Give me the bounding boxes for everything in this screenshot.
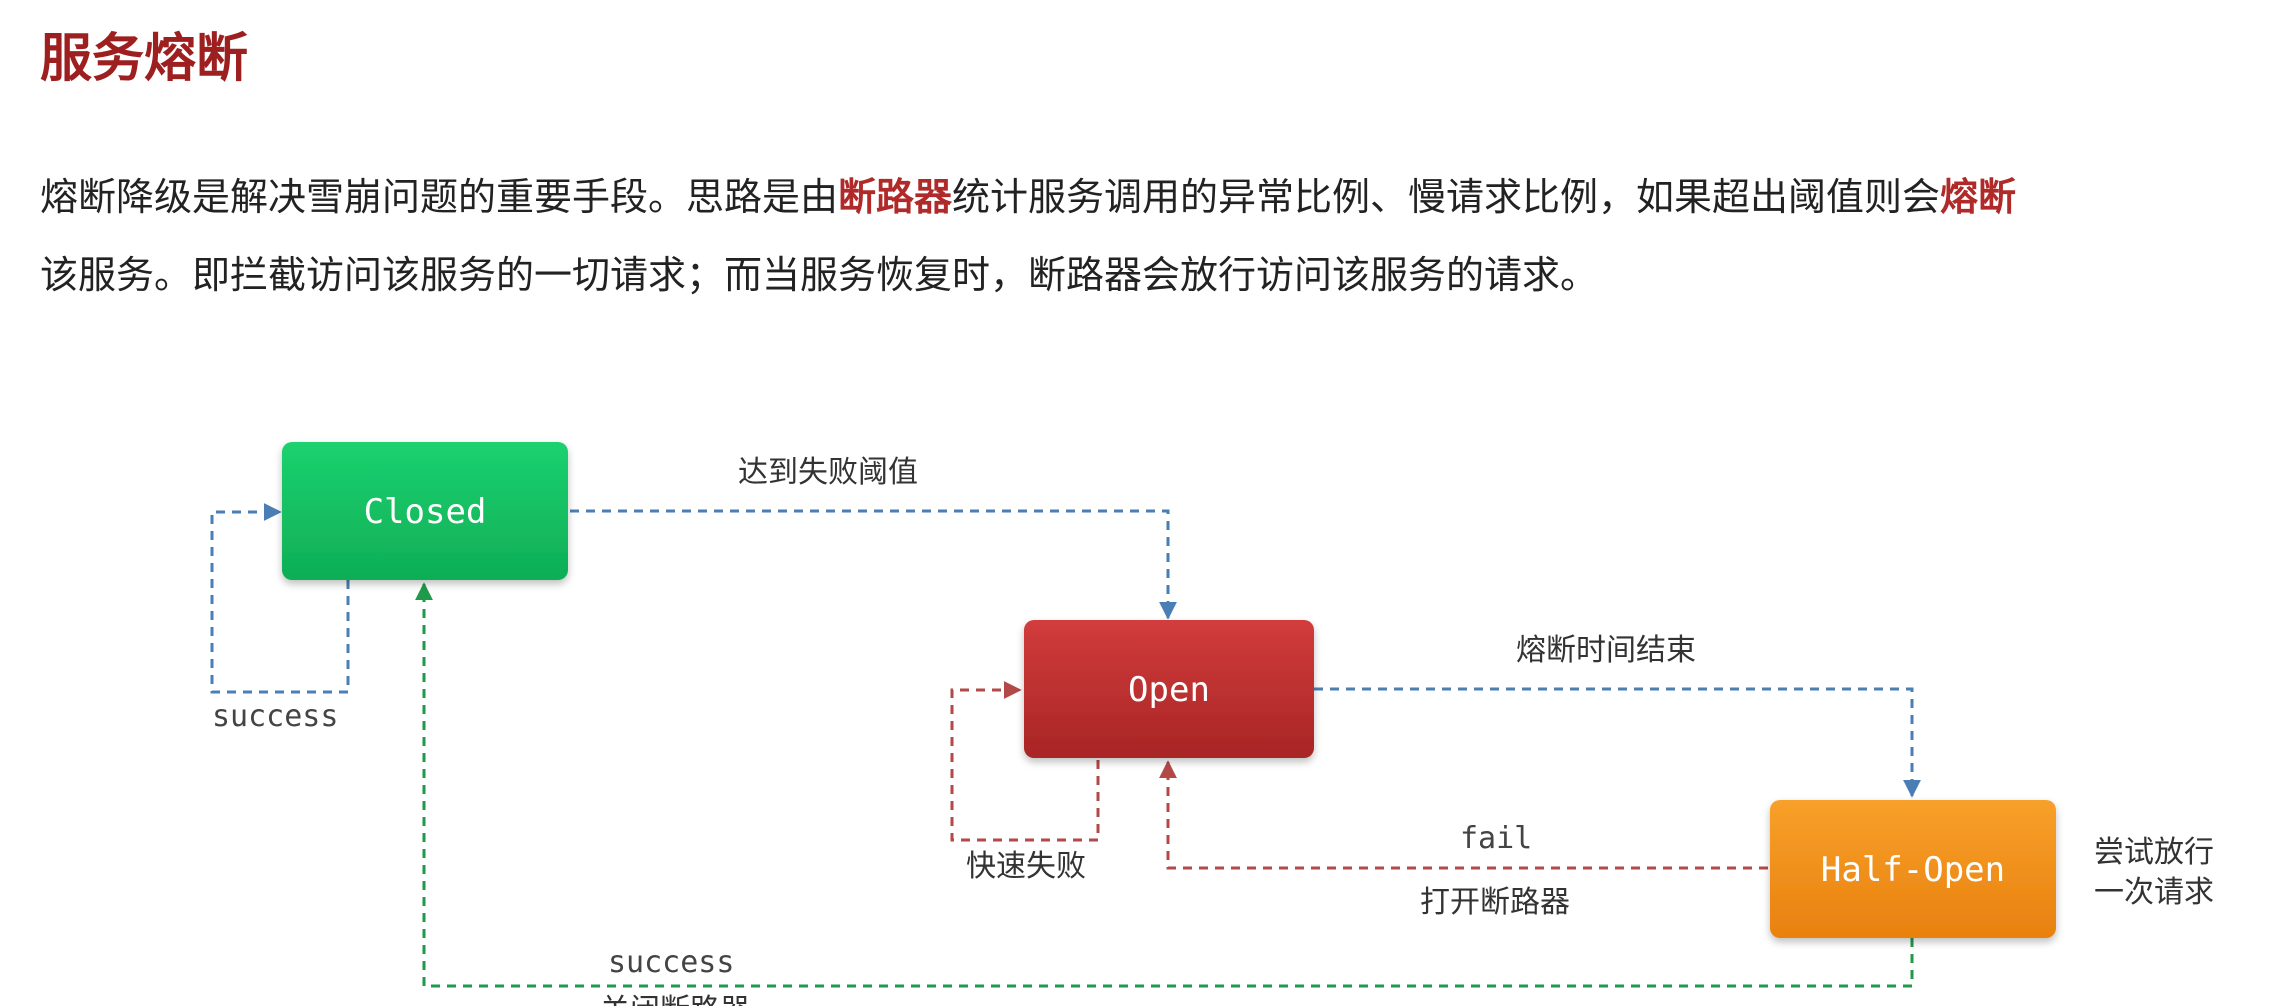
intro-line-1: 熔断降级是解决雪崩问题的重要手段。思路是由断路器统计服务调用的异常比例、慢请求比… — [40, 158, 2280, 236]
intro-paragraph: 熔断降级是解决雪崩问题的重要手段。思路是由断路器统计服务调用的异常比例、慢请求比… — [40, 158, 2280, 314]
edge-label-success: success — [608, 945, 734, 980]
edge-half-open-to-closed — [415, 582, 1914, 988]
edge-open-to-half-open — [1314, 687, 1921, 798]
edge-label-fast-fail: 快速失败 — [966, 849, 1086, 884]
node-open: Open — [1024, 620, 1314, 758]
node-closed-label: Closed — [364, 492, 487, 532]
edge-label-failure-threshold: 达到失败阈值 — [738, 455, 918, 490]
node-half-open-label: Half-Open — [1821, 850, 2005, 890]
edge-label-timeout-ended: 熔断时间结束 — [1516, 633, 1696, 668]
intro-highlight-fuse: 熔断 — [1940, 175, 2017, 219]
intro-text-2: 统计服务调用的异常比例、慢请求比例，如果超出阈值则会 — [952, 175, 1941, 219]
half-open-note-line-2: 一次请求 — [2094, 875, 2214, 910]
edge-label-close-breaker: 关闭断路器 — [600, 993, 750, 1006]
edge-closed-to-open — [570, 509, 1177, 620]
half-open-note-line-1: 尝试放行 — [2094, 835, 2214, 870]
edge-label-closed-success: success — [212, 699, 338, 734]
edge-open-self-loop — [950, 681, 1100, 842]
page-title: 服务熔断 — [40, 29, 249, 89]
node-closed: Closed — [282, 442, 568, 580]
node-open-label: Open — [1128, 670, 1210, 710]
edge-closed-self-loop — [210, 503, 350, 694]
edge-label-open-breaker: 打开断路器 — [1420, 885, 1570, 920]
intro-text-1: 熔断降级是解决雪崩问题的重要手段。思路是由 — [40, 175, 839, 219]
intro-highlight-circuit-breaker: 断路器 — [838, 175, 953, 219]
edge-half-open-to-open — [1159, 760, 1768, 870]
edge-label-fail: fail — [1460, 821, 1532, 856]
node-half-open: Half-Open — [1770, 800, 2056, 938]
intro-line-2: 该服务。即拦截访问该服务的一切请求；而当服务恢复时，断路器会放行访问该服务的请求… — [40, 253, 1599, 297]
